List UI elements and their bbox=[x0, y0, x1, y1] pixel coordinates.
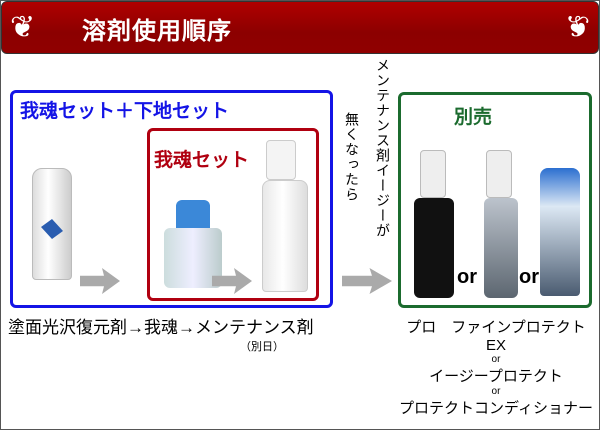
page-title: 溶剤使用順序 bbox=[82, 17, 232, 45]
set-combo-label: 我魂セット＋下地セット bbox=[20, 100, 230, 122]
product-item: イージープロテクト bbox=[429, 368, 563, 385]
protect-conditioner-bottle bbox=[540, 168, 580, 296]
sprayer-head bbox=[266, 140, 296, 180]
gloss-restorer-bottle bbox=[32, 168, 72, 280]
maintenance-spray-bottle bbox=[262, 180, 308, 292]
gakon-bottle-cap bbox=[176, 200, 210, 230]
sold-separately-label: 別売 bbox=[454, 106, 493, 128]
set-single-label: 我魂セット bbox=[154, 149, 250, 171]
flourish-left-icon: ❦ bbox=[10, 10, 36, 45]
product-item: プロ ファインプロテクト EX bbox=[406, 319, 586, 354]
easy-protect-sprayer bbox=[486, 150, 512, 198]
flow-sequence: 塗面光沢復元剤→我魂→メンテナンス剤 bbox=[8, 318, 314, 337]
set-combo-box bbox=[10, 90, 333, 308]
product-list: プロ ファインプロテクト EX or イージープロテクト or プロテクトコンデ… bbox=[398, 316, 594, 418]
fine-protect-sprayer bbox=[420, 150, 446, 198]
sold-separately-box bbox=[398, 92, 592, 308]
vertical-note-2: 無くなったら bbox=[343, 112, 359, 202]
header-banner: ❦ 溶剤使用順序 ❦ bbox=[1, 1, 599, 54]
or-label: or bbox=[491, 386, 501, 397]
flourish-right-icon: ❦ bbox=[564, 10, 590, 45]
vertical-note-1: メンテナンス剤イージーが bbox=[374, 58, 390, 238]
or-mark: or bbox=[457, 266, 477, 288]
flow-note: （別日） bbox=[240, 341, 284, 353]
product-item: プロテクトコンディショナー bbox=[399, 400, 593, 417]
set-single-box bbox=[147, 128, 319, 301]
easy-protect-bottle bbox=[484, 198, 518, 298]
or-label: or bbox=[491, 354, 501, 365]
fine-protect-ex-bottle bbox=[414, 198, 454, 298]
or-mark: or bbox=[519, 266, 539, 288]
